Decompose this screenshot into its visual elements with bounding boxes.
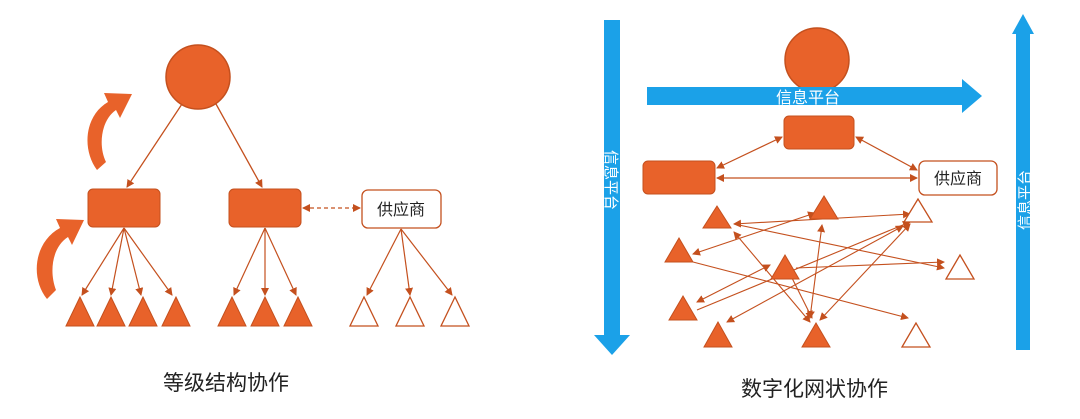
hierarchy-diagram: 供应商	[36, 44, 471, 327]
feedback-arrow-lower	[36, 219, 84, 299]
platform-label-right: 信息平台	[1016, 170, 1034, 230]
triangle-outline-2	[394, 295, 426, 327]
hierarchy-outline-triangles	[348, 295, 471, 327]
net-triangle-4	[770, 254, 800, 280]
hierarchy-filled-triangles	[65, 295, 313, 327]
network-filled-triangles	[664, 195, 839, 348]
network-diagram: 信息平台 信息平台 信息平台 供应商	[594, 14, 1034, 355]
triangle-4	[161, 295, 191, 327]
net-triangle-3	[664, 237, 694, 263]
mid-node-box-2	[228, 188, 302, 228]
triangle-1	[65, 295, 95, 327]
triangle-2	[96, 295, 126, 327]
triangle-outline-3	[439, 295, 471, 327]
box-2-links	[233, 227, 297, 296]
platform-arrow-left	[594, 20, 630, 355]
right-diagram-caption: 数字化网状协作	[741, 377, 888, 401]
platform-arrow-right	[1012, 14, 1034, 350]
net-triangle-2	[809, 195, 839, 220]
feedback-arrow-upper	[87, 93, 132, 170]
link-top-to-box-1	[126, 103, 183, 188]
left-diagram-caption: 等级结构协作	[163, 371, 289, 395]
supplier-links	[366, 228, 453, 296]
platform-arrow-top	[647, 79, 982, 113]
triangle-6	[250, 295, 280, 327]
supplier-label-left: 供应商	[377, 200, 425, 219]
network-box-links	[716, 136, 918, 182]
net-triangle-outline-3	[900, 321, 932, 348]
net-triangle-outline-1	[902, 197, 934, 223]
network-web-links	[692, 210, 945, 323]
supplier-box-left	[361, 189, 442, 229]
mid-node-box-1	[87, 188, 161, 228]
net-triangle-6	[703, 320, 733, 348]
top-node-circle	[165, 44, 231, 110]
net-triangle-outline-2	[944, 253, 976, 280]
link-top-to-box-2	[215, 103, 263, 188]
triangle-outline-1	[348, 295, 380, 327]
network-outline-triangles	[900, 197, 976, 348]
network-box-left	[642, 160, 716, 195]
net-triangle-1	[702, 205, 732, 229]
network-top-circle	[784, 27, 850, 93]
platform-label-left: 信息平台	[602, 150, 620, 210]
triangle-3	[128, 295, 158, 327]
supplier-label-right: 供应商	[934, 169, 982, 188]
net-triangle-7	[801, 322, 831, 348]
supplier-box-right	[918, 160, 998, 196]
triangle-7	[283, 295, 313, 327]
net-triangle-5	[668, 295, 698, 321]
platform-label-top: 信息平台	[776, 88, 840, 107]
triangle-5	[217, 295, 247, 327]
network-box-top	[783, 115, 855, 150]
box-1-links	[81, 227, 173, 296]
